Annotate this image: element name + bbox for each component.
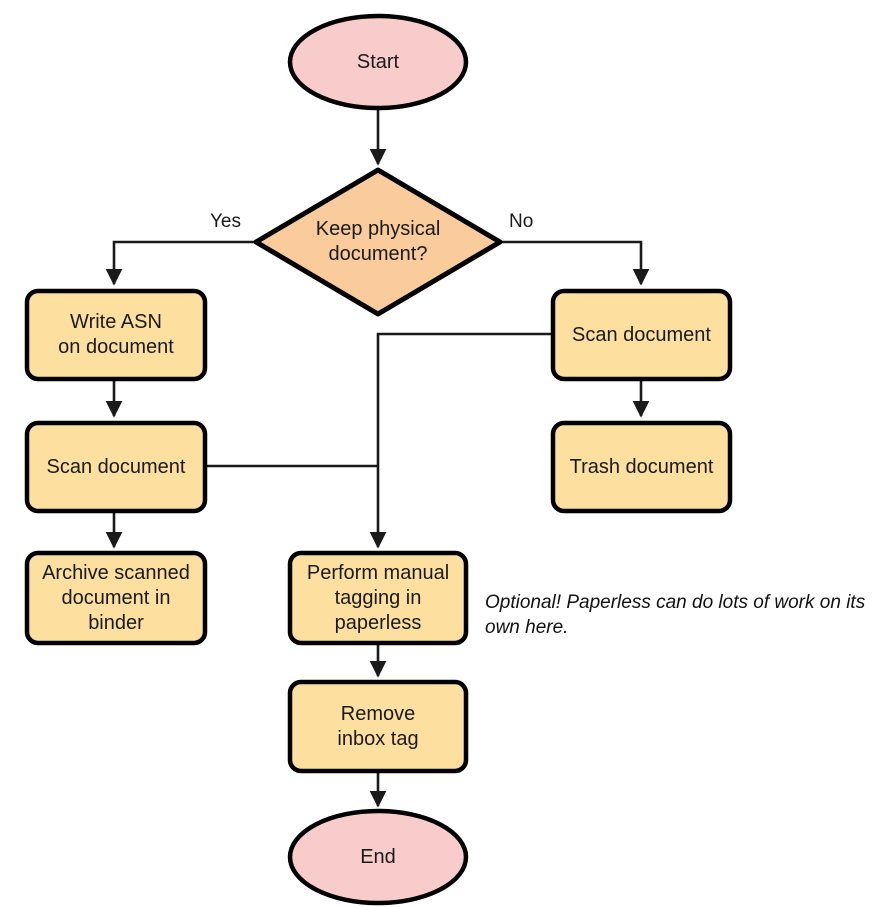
edge-scan-right-to-manual-tagging [369,332,553,549]
node-decision[interactable] [253,167,503,317]
node-scan-right[interactable] [550,288,733,382]
optional-note-annotation: Optional! Paperless can do lots of work … [485,592,866,638]
node-start[interactable] [287,13,469,111]
nodes-group [24,13,733,906]
node-trash[interactable] [550,420,733,514]
edge-decision-no-to-scan-right [500,240,650,286]
edges-group [105,108,650,808]
edge-label-no: No [509,211,534,232]
node-archive[interactable] [24,550,208,646]
node-remove-inbox[interactable] [287,679,469,774]
node-end[interactable] [287,808,469,906]
node-write-asn[interactable] [24,288,208,382]
edge-label-yes: Yes [210,211,241,232]
node-scan-left[interactable] [24,420,208,514]
edge-decision-yes-to-write-asn [105,240,256,286]
node-manual-tagging[interactable] [287,550,469,646]
